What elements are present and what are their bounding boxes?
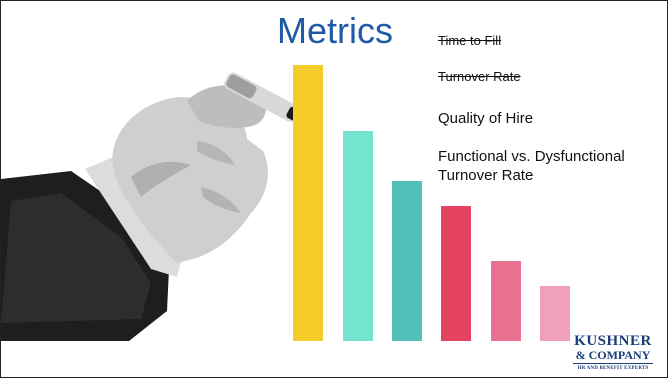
chart-bar: [441, 205, 471, 341]
chart-bar: [392, 180, 422, 341]
company-logo: KUSHNER & COMPANY HR AND BENEFIT EXPERTS: [567, 334, 659, 371]
chart-bar: [343, 131, 373, 341]
logo-line-2: & COMPANY: [575, 348, 651, 362]
metric-item: Quality of Hire: [438, 110, 534, 127]
metric-item: Time to Fill: [438, 33, 502, 48]
metric-item: Turnover Rate: [438, 69, 521, 84]
logo-line-1: KUSHNER: [574, 333, 652, 349]
logo-divider: [573, 363, 653, 364]
logo-line-3: HR AND BENEFIT EXPERTS: [577, 366, 649, 371]
chart-bar: [540, 285, 570, 341]
metric-item: Turnover Rate: [438, 167, 534, 184]
hand-with-marker-photo: [1, 72, 305, 341]
chart-bar: [293, 65, 323, 341]
chart-bar: [491, 260, 521, 341]
slide-title: Metrics: [277, 10, 393, 51]
metric-item: Functional vs. Dysfunctional: [438, 148, 625, 165]
